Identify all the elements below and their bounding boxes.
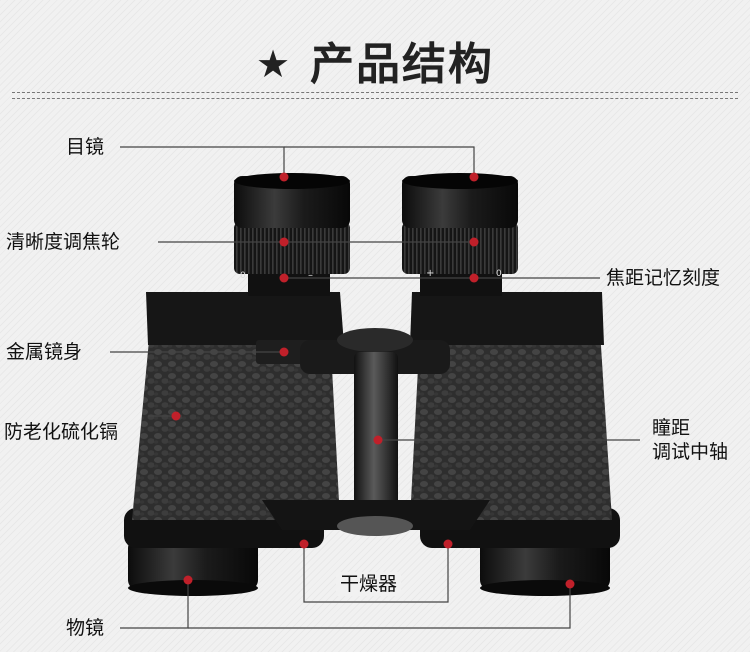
label-coating: 防老化硫化镉 xyxy=(4,421,119,443)
star-icon: ★ xyxy=(255,42,293,86)
marker-right-focus xyxy=(469,237,479,247)
marker-desiccant-right xyxy=(443,539,453,549)
marker-objective-left xyxy=(183,575,193,585)
right-focus-ring xyxy=(402,222,518,274)
marker-right-diopter xyxy=(469,273,479,283)
label-diopter-memory: 焦距记忆刻度 xyxy=(606,267,721,289)
left-eyepiece xyxy=(234,173,350,296)
marker-right-eyepiece xyxy=(469,172,479,182)
right-top-plate xyxy=(410,292,604,345)
left-focus-ring xyxy=(234,222,350,274)
label-metal-body: 金属镜身 xyxy=(6,341,83,363)
right-eyepiece xyxy=(402,173,518,296)
left-top-plate xyxy=(146,292,344,345)
scale-mark-left-zero: 0 xyxy=(240,271,246,281)
markers xyxy=(171,172,575,589)
title-rule-bottom xyxy=(12,98,738,99)
marker-left-eyepiece xyxy=(279,172,289,182)
scale-mark-right-zero: 0 xyxy=(496,269,502,279)
title-rule-top xyxy=(12,92,738,93)
leader-lines xyxy=(110,146,640,629)
left-body-housing xyxy=(132,330,340,520)
label-ipd-line1: 瞳距 xyxy=(652,417,691,439)
label-ipd-axle: 瞳距 调试中轴 xyxy=(652,416,750,464)
label-ipd-line2: 调试中轴 xyxy=(652,441,729,463)
label-focus-wheel: 清晰度调焦轮 xyxy=(6,231,121,253)
right-objective xyxy=(480,538,610,596)
scale-mark-left-minus: – xyxy=(308,270,313,281)
marker-axle xyxy=(373,435,383,445)
label-objective: 物镜 xyxy=(66,617,105,639)
scale-mark-right-plus: + xyxy=(426,268,434,279)
marker-body xyxy=(279,347,289,357)
title-text: 产品结构 xyxy=(310,39,495,90)
label-eyepiece: 目镜 xyxy=(66,136,105,158)
marker-coating xyxy=(171,411,181,421)
page-title: ★ 产品结构 xyxy=(0,28,750,92)
marker-objective-right xyxy=(565,579,575,589)
right-body-housing xyxy=(410,330,612,520)
left-objective xyxy=(128,538,258,596)
marker-desiccant-left xyxy=(299,539,309,549)
marker-left-diopter xyxy=(279,273,289,283)
marker-left-focus xyxy=(279,237,289,247)
label-desiccant: 干燥器 xyxy=(336,572,402,596)
